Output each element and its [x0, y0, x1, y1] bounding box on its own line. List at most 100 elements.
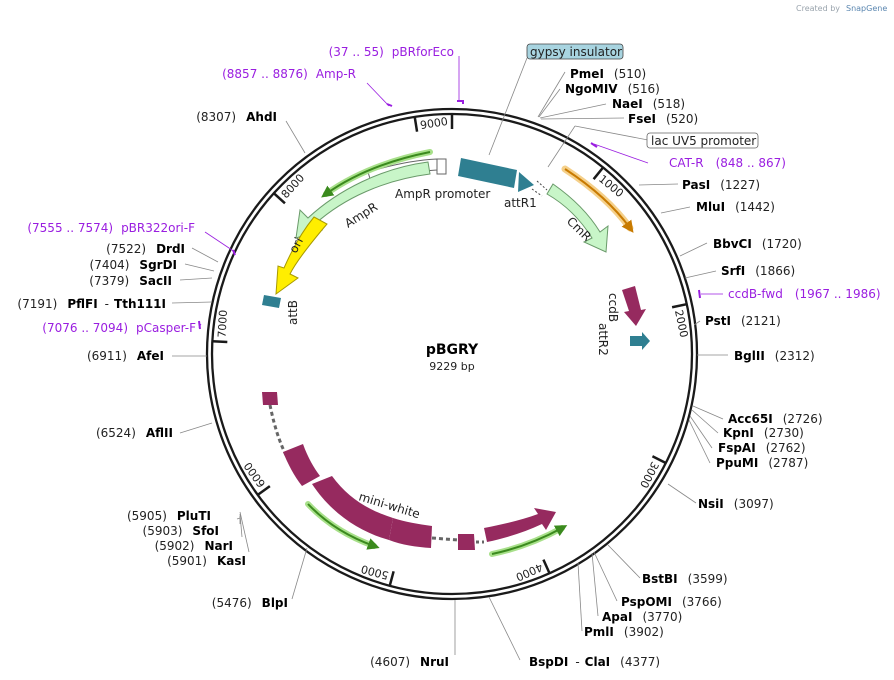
- primer-name: pBR322ori-F: [121, 221, 195, 235]
- svg-text:ccdB-fwd(1967 .. 1986): ccdB-fwd(1967 .. 1986): [728, 287, 881, 301]
- Amp-R-arrow[interactable]: [321, 151, 431, 198]
- enzyme-name: NgoMIV: [565, 82, 618, 96]
- ccdB-arrow[interactable]: [622, 286, 646, 326]
- primer-name: pCasper-F: [136, 321, 196, 335]
- attB-feature[interactable]: [262, 295, 281, 308]
- att-feature-top[interactable]: [458, 158, 517, 188]
- svg-text:Acc65I(2726): Acc65I(2726): [728, 412, 823, 426]
- svg-text:(7555 .. 7574)pBR322ori-F: (7555 .. 7574) pBR322ori-F: [27, 221, 195, 235]
- enzyme-sep: -: [105, 297, 109, 311]
- enzyme-pos: (3766): [682, 595, 722, 609]
- enzyme-alias: Tth111I: [114, 297, 166, 311]
- scale-tick-label: 7000: [216, 309, 230, 338]
- enzyme-name: PspOMI: [621, 595, 672, 609]
- enzyme-pos: (7191): [17, 297, 57, 311]
- enzyme-pos: (6911): [87, 349, 127, 363]
- enzyme-pos: (3902): [624, 625, 664, 639]
- scale-tick: [542, 559, 551, 574]
- svg-text:(37 .. 55)pBRforEco: (37 .. 55) pBRforEco: [329, 45, 454, 59]
- svg-text:NsiI(3097): NsiI(3097): [698, 497, 774, 511]
- enzyme-name: MluI: [696, 200, 725, 214]
- scale-tick: [592, 166, 605, 180]
- mini-white-right-arrow[interactable]: [491, 525, 568, 555]
- enzyme-name: PstI: [705, 314, 731, 328]
- enzyme-name: FseI: [628, 112, 656, 126]
- watermark-brand: SnapGene: [846, 4, 887, 13]
- svg-text:PmlI(3902): PmlI (3902): [584, 625, 664, 639]
- CAT-R-arrow[interactable]: [564, 168, 634, 233]
- svg-text:PmeI(510): PmeI(510): [570, 67, 646, 81]
- mini-white-left-arrow[interactable]: [307, 503, 380, 550]
- attR2-arrow[interactable]: [630, 332, 650, 350]
- enzyme-name: NsiI: [698, 497, 724, 511]
- gypsy-insulator-box[interactable]: [526, 43, 624, 60]
- enzyme-name: BspDI: [529, 655, 568, 669]
- svg-text:(5902)NarI: (5902)NarI: [155, 539, 233, 553]
- svg-text:MluI(1442): MluI (1442): [696, 200, 775, 214]
- label-gypsy-insulator: gypsy insulator: [530, 45, 622, 59]
- enzyme-pos: (1720): [762, 237, 802, 251]
- enzyme-pos: (516): [628, 82, 660, 96]
- svg-text:(7379)SacII: (7379)SacII: [89, 274, 172, 288]
- svg-text:BbvCI(1720): BbvCI(1720): [713, 237, 802, 251]
- enzyme-labels: PmeI(510) NgoMIV (516) NaeI(518) FseI(520…: [17, 67, 822, 669]
- primer-range: (848 .. 867): [716, 156, 786, 170]
- ori-arrow[interactable]: [275, 216, 328, 296]
- primer-range: (7076 .. 7094): [42, 321, 128, 335]
- svg-text:FseI(520): FseI(520): [628, 112, 698, 126]
- svg-text:(8857 .. 8876)Amp-R: (8857 .. 8876)Amp-R: [222, 67, 356, 81]
- enzyme-pos: (7404): [90, 258, 130, 272]
- svg-text:(7522)DrdI: (7522)DrdI: [106, 242, 185, 256]
- primer-name: CAT-R: [669, 156, 704, 170]
- svg-text:NgoMIV(516): NgoMIV (516): [565, 82, 660, 96]
- enzyme-sep: -: [575, 655, 579, 669]
- svg-text:BglII(2312): BglII(2312): [734, 349, 815, 363]
- enzyme-name: BlpI: [262, 596, 288, 610]
- scale-tick-label: 4000: [514, 560, 545, 583]
- plasmid-size: 9229 bp: [429, 360, 474, 373]
- svg-text:(6911)AfeI: (6911)AfeI: [87, 349, 164, 363]
- svg-text:ApaI(3770): ApaI(3770): [602, 610, 682, 624]
- enzyme-name: PmeI: [570, 67, 604, 81]
- enzyme-pos: (5901): [167, 554, 207, 568]
- svg-text:SrfI(1866): SrfI(1866): [721, 264, 795, 278]
- CmR-arrow[interactable]: [546, 183, 609, 253]
- att-hatch: [531, 180, 548, 197]
- enzyme-pos: (3599): [688, 572, 728, 586]
- primer-range: (7555 .. 7574): [27, 221, 113, 235]
- enzyme-name: PpuMI: [716, 456, 758, 470]
- mini-white-gene[interactable]: [262, 392, 556, 550]
- att-feature-top-arrow[interactable]: [516, 172, 534, 192]
- svg-text:(8307)AhdI: (8307)AhdI: [196, 110, 277, 124]
- enzyme-pos: (1866): [755, 264, 795, 278]
- svg-text:PasI(1227): PasI(1227): [682, 178, 760, 192]
- scale-tick: [413, 116, 419, 132]
- enzyme-name: KasI: [217, 554, 246, 568]
- plasmid-name: pBGRY: [426, 342, 479, 358]
- enzyme-pos: (4607): [370, 655, 410, 669]
- svg-text:PstI(2121): PstI (2121): [705, 314, 781, 328]
- enzyme-pos: (2121): [741, 314, 781, 328]
- svg-text:NaeI(518): NaeI(518): [612, 97, 685, 111]
- enzyme-pos: (2312): [775, 349, 815, 363]
- enzyme-pos: (3770): [642, 610, 682, 624]
- enzyme-name: FspAI: [718, 441, 756, 455]
- enzyme-name: AflII: [146, 426, 173, 440]
- enzyme-pos: (1442): [735, 200, 775, 214]
- enzyme-name: PmlI: [584, 625, 614, 639]
- label-attR2: attR2: [596, 323, 610, 356]
- svg-text:(5476)BlpI: (5476)BlpI: [212, 596, 288, 610]
- primer-name: pBRforEco: [392, 45, 454, 59]
- enzyme-name: DrdI: [156, 242, 185, 256]
- scale-tick: [272, 192, 286, 205]
- label-ori: ori: [286, 235, 306, 255]
- enzyme-name: KpnI: [723, 426, 754, 440]
- lacUV5-box[interactable]: [646, 132, 759, 149]
- primer-range: (1967 .. 1986): [795, 287, 881, 301]
- primer-range: (8857 .. 8876): [222, 67, 308, 81]
- svg-text:BstBI(3599): BstBI(3599): [642, 572, 728, 586]
- enzyme-alias: ClaI: [585, 655, 610, 669]
- svg-text:CAT-R(848 .. 867): CAT-R (848 .. 867): [669, 156, 786, 170]
- primer-range: (37 .. 55): [329, 45, 384, 59]
